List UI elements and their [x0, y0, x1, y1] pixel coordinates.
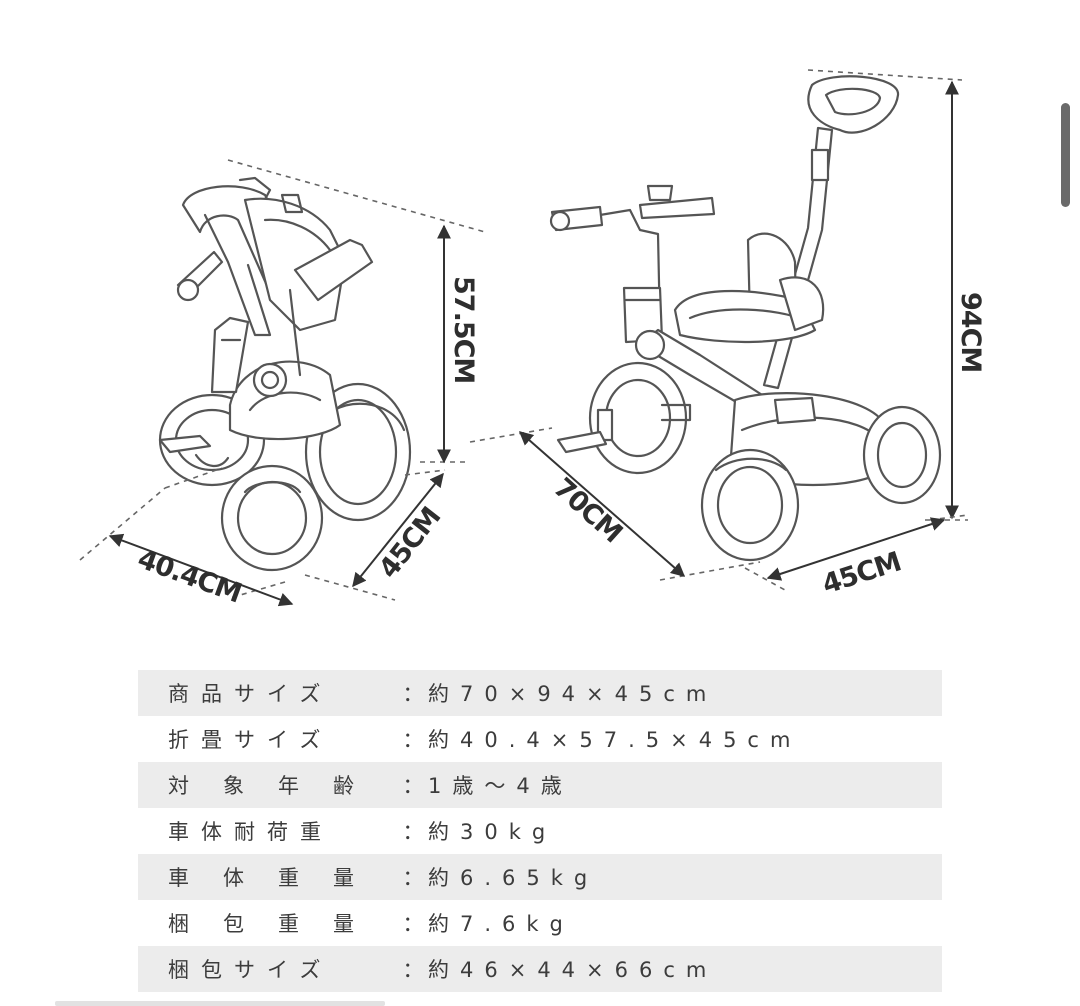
spec-table: 商品サイズ ： 約70×94×45cm 折畳サイズ ： 約40.4×57.5×4…	[138, 670, 942, 992]
spec-colon: ：	[402, 820, 424, 844]
spec-row: 折畳サイズ ： 約40.4×57.5×45cm	[138, 716, 942, 762]
spec-value: 約46×44×66cm	[428, 958, 718, 982]
spec-colon: ：	[402, 866, 424, 890]
tricycle-drawing	[549, 75, 942, 562]
spec-colon: ：	[402, 958, 424, 982]
spec-value: 約6.65kg	[428, 866, 599, 890]
spec-label: 梱包サイズ	[168, 958, 333, 982]
spec-colon: ：	[402, 682, 424, 706]
spec-label: 商品サイズ	[168, 682, 333, 706]
spec-row: 車体耐荷重 ： 約30kg	[138, 808, 942, 854]
spec-row: 梱包重量 ： 約7.6kg	[138, 900, 942, 946]
spec-colon: ：	[402, 912, 424, 936]
spec-colon: ：	[402, 728, 424, 752]
spec-label: 車体耐荷重	[168, 820, 333, 844]
spec-value: 約30kg	[428, 820, 557, 844]
spec-value: 約40.4×57.5×45cm	[428, 728, 802, 752]
scroll-indicator[interactable]	[1061, 103, 1070, 207]
spec-label: 対象年齢	[168, 774, 388, 798]
spec-row: 商品サイズ ： 約70×94×45cm	[138, 670, 942, 716]
bottom-divider	[55, 1001, 385, 1006]
spec-label: 折畳サイズ	[168, 728, 333, 752]
spec-value: 約70×94×45cm	[428, 682, 718, 706]
folded-tricycle-drawing	[158, 176, 412, 572]
length-label: 70CM	[547, 472, 627, 549]
dimension-diagram: 57.5CM 40.4CM 45CM	[79, 69, 986, 609]
folded-height-label: 57.5CM	[448, 276, 479, 383]
spec-colon: ：	[402, 774, 424, 798]
folded-width-label: 40.4CM	[134, 543, 245, 609]
spec-value: 1歳〜4歳	[428, 774, 573, 798]
spec-label: 梱包重量	[168, 912, 388, 936]
spec-value: 約7.6kg	[428, 912, 574, 936]
spec-row: 車体重量 ： 約6.65kg	[138, 854, 942, 900]
spec-row: 対象年齢 ： 1歳〜4歳	[138, 762, 942, 808]
spec-row: 梱包サイズ ： 約46×44×66cm	[138, 946, 942, 992]
height-label: 94CM	[955, 292, 986, 372]
spec-label: 車体重量	[168, 866, 388, 890]
width-label: 45CM	[819, 546, 905, 600]
